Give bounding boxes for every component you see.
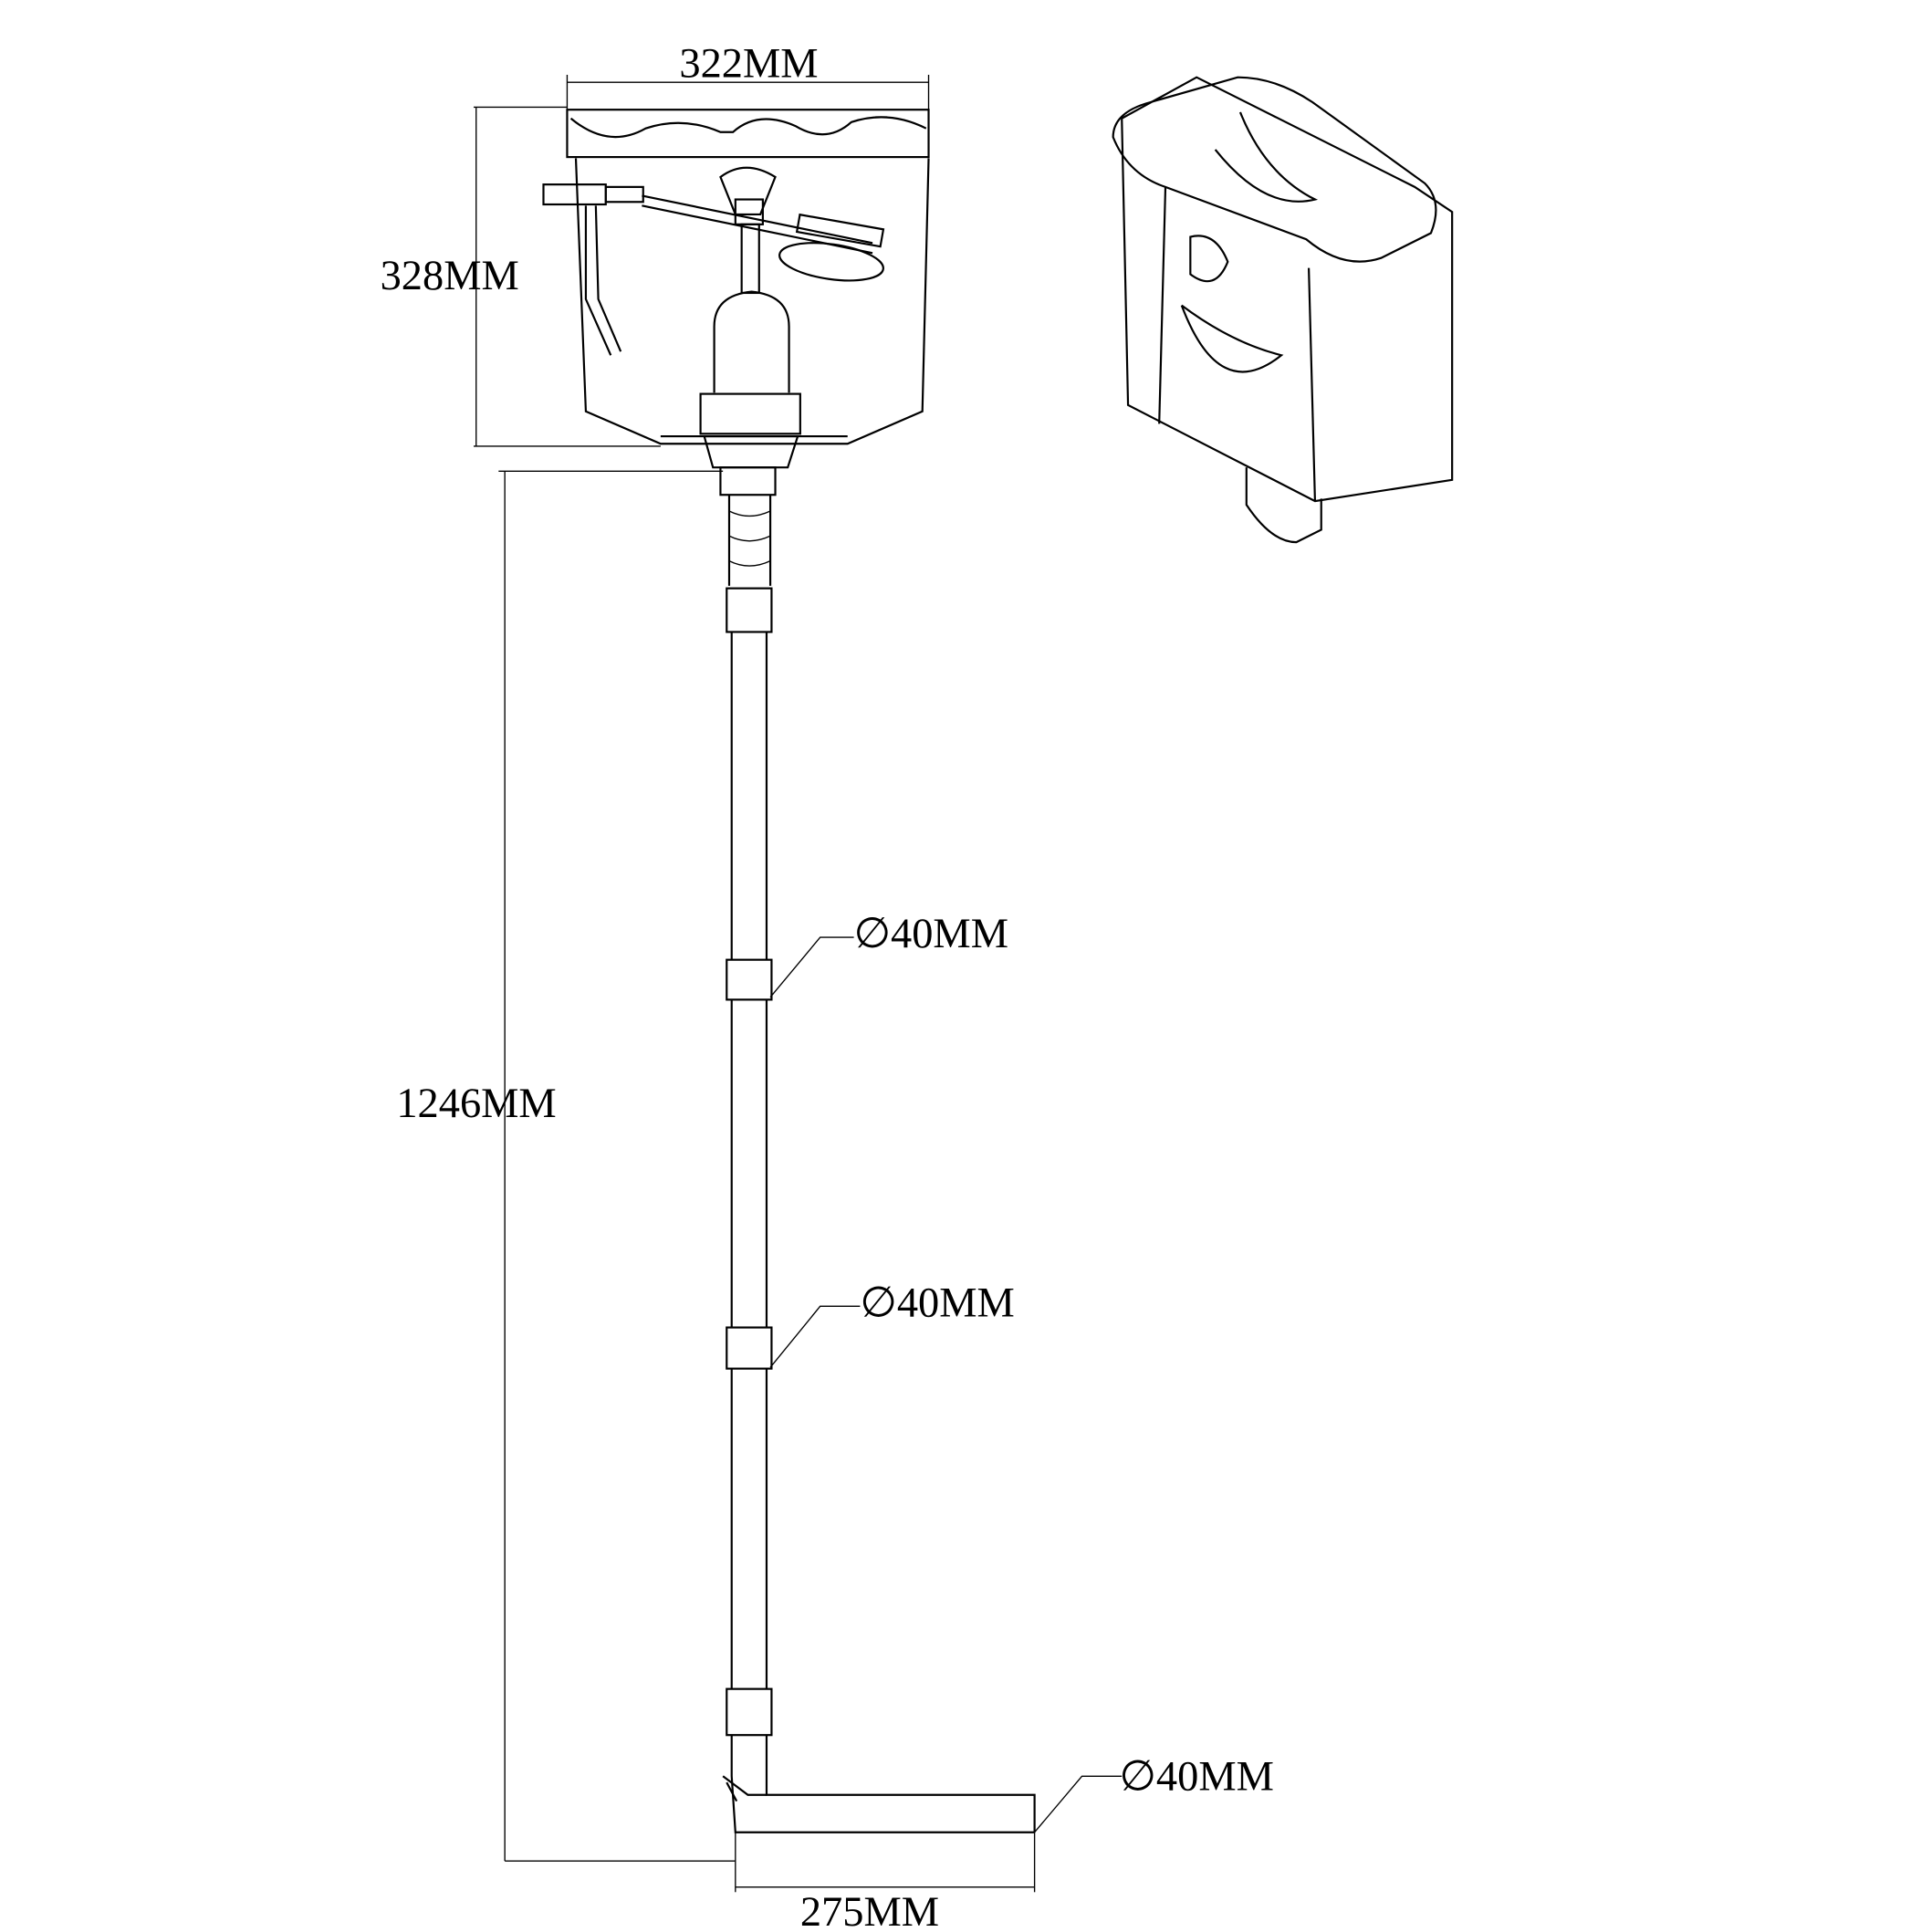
tank-height-label: 328MM — [381, 253, 519, 299]
pipe-diameter-label-1: ∅40MM — [854, 911, 1008, 957]
pipe-length-label: 1246MM — [396, 1081, 556, 1127]
bend-length-label: 275MM — [800, 1889, 939, 1932]
flush-pipe — [722, 495, 1036, 1833]
pipe-diameter-label-2: ∅40MM — [860, 1279, 1014, 1326]
tank-front-view — [542, 109, 930, 496]
tank-3d-view — [1112, 76, 1454, 544]
dimension-lines — [474, 74, 1123, 1893]
tank-width-label: 322MM — [679, 41, 818, 88]
pipe-diameter-label-3: ∅40MM — [1119, 1753, 1273, 1800]
